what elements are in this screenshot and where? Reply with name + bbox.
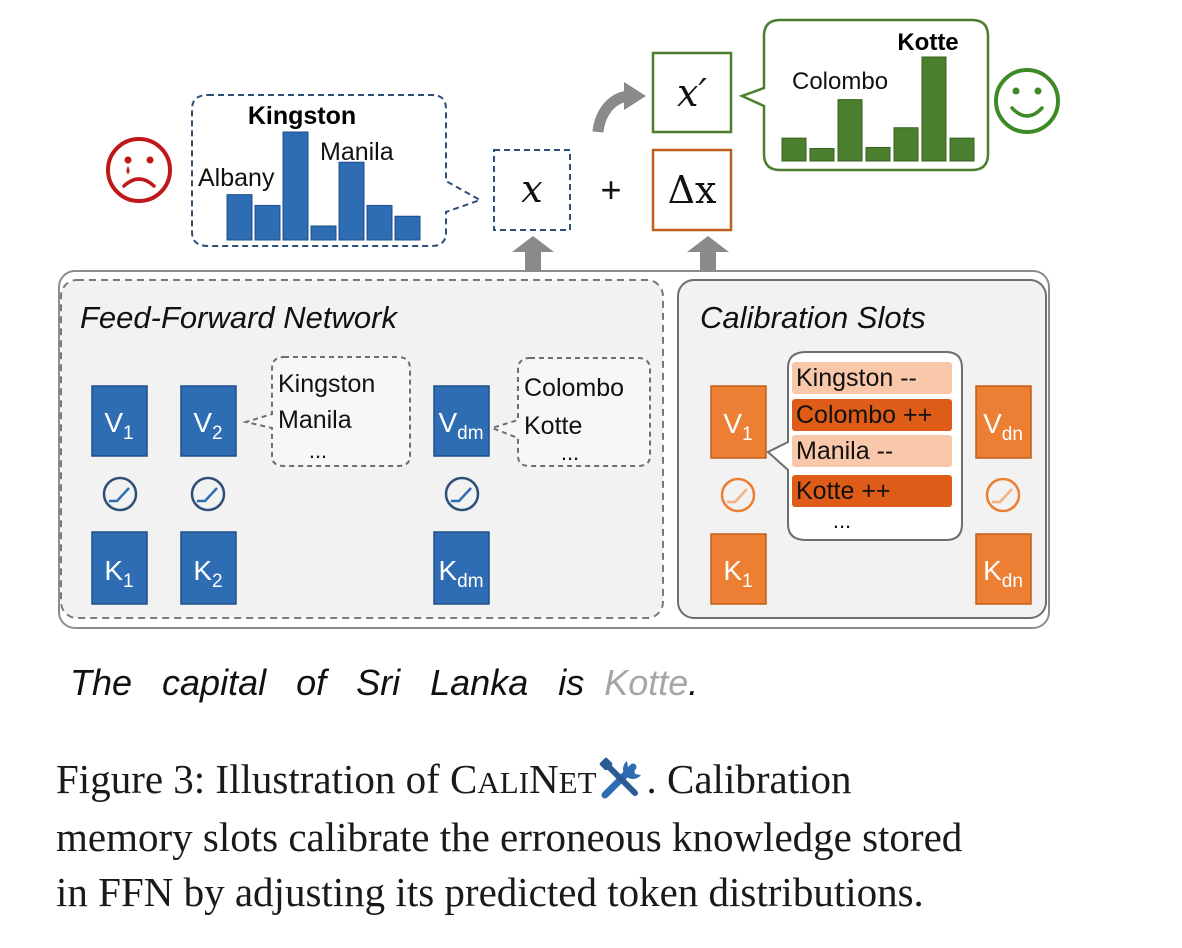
distribution-bar [949,137,975,162]
sad-face-icon [106,137,172,203]
up-arrow-icon [512,236,554,270]
distribution-bar [781,137,807,162]
distribution-bar [893,127,919,162]
caption-line-3: in FFN by adjusting its predicted token … [56,869,924,915]
right-top-label: Kotte [897,29,958,56]
svg-text:Manila --: Manila -- [796,437,893,465]
svg-text:Kotte: Kotte [524,412,582,440]
distribution-bar [366,204,393,241]
ffn-panel: Feed-Forward Network Kingston Manila ...… [60,279,664,619]
svg-text:V2: V2 [193,407,222,444]
svg-text:Vdm: Vdm [438,407,483,444]
calibrated-distribution-bars [781,56,975,162]
distribution-bar [254,204,281,241]
calibration-slots-bubble: Kingston -- Colombo ++ Manila -- Kotte +… [766,351,963,541]
ffn-value-v2: V2 [180,385,237,457]
svg-text:V1: V1 [104,407,133,444]
calib-value-v1: V1 [710,385,767,459]
activation-icon [720,477,756,513]
ffn-key-k2: K2 [180,531,237,605]
distribution-bar [338,161,365,241]
calibration-panel: Calibration Slots Kingston -- Colombo ++… [677,279,1047,619]
calib-value-vdn: Vdn [975,385,1032,459]
distribution-bar [921,56,947,162]
ffn-value-v1: V1 [91,385,148,457]
distribution-bar [394,215,421,241]
svg-text:Kingston: Kingston [278,370,375,398]
svg-text:...: ... [561,440,579,465]
slot-manila [792,435,952,467]
ffn-prediction-bubble: Kingston Albany Manila [191,94,483,247]
distribution-bar [226,194,253,241]
svg-text:Vdn: Vdn [983,408,1023,445]
calib-key-kdn: Kdn [975,533,1032,605]
distribution-bar [282,131,309,241]
input-sentence: The capital of Sri Lanka is Kotte. [70,662,698,703]
distribution-bar [837,99,863,162]
svg-text:Manila: Manila [278,406,352,434]
activation-icon [444,476,480,512]
happy-face-icon [994,68,1060,134]
distribution-bar [865,146,891,162]
answer-token: Kotte [604,662,688,703]
svg-text:...: ... [833,508,851,533]
ffn-value-bubble-1: Kingston Manila ... [242,356,411,467]
ffn-distribution-bars [226,131,421,241]
activation-icon [985,477,1021,513]
svg-text:K1: K1 [723,555,752,592]
ffn-title: Feed-Forward Network [80,300,398,335]
svg-text:K1: K1 [104,555,133,592]
slot-colombo [792,399,952,431]
delta-x-box: Δx [651,148,733,232]
svg-text:Kingston --: Kingston -- [796,364,917,392]
slot-kotte [792,475,952,507]
curved-arrow-icon [592,82,646,133]
svg-text:Colombo: Colombo [524,374,624,402]
distribution-bar [809,148,835,162]
caption-line-1: Figure 3: Illustration of CALINET . Cali… [56,756,852,802]
delta-x-symbol: Δx [668,168,717,212]
svg-text:Colombo ++: Colombo ++ [796,401,932,429]
x-prime-symbol: x′ [677,71,707,115]
svg-text:Kotte ++: Kotte ++ [796,477,891,505]
calib-key-k1: K1 [710,533,767,605]
tools-icon [599,757,641,799]
ffn-key-kdm: Kdm [433,531,490,605]
svg-text:Kdm: Kdm [438,555,483,592]
svg-text:...: ... [309,438,327,463]
slot-kingston [792,362,952,394]
svg-text:V1: V1 [723,408,752,445]
ffn-value-bubble-2: Colombo Kotte ... [488,357,651,467]
right-left-label: Colombo [792,68,888,95]
x-prime-box: x′ [651,51,733,134]
left-top-label: Kingston [248,102,356,130]
activation-icon [190,476,226,512]
left-right-label: Manila [320,138,394,166]
up-arrow-icon [687,236,729,270]
figure-caption: Figure 3: Illustration of CALINET . Cali… [56,752,1056,920]
x-symbol: x [521,167,542,211]
caption-line-2: memory slots calibrate the erroneous kno… [56,814,963,860]
svg-text:Kdn: Kdn [983,555,1023,592]
calibrated-prediction-bubble: Kotte Colombo [738,18,990,172]
ffn-value-vdm: Vdm [433,385,490,457]
activation-icon [102,476,138,512]
calibration-title: Calibration Slots [700,300,926,335]
plus-symbol: + [600,169,621,210]
x-hidden-box: x [493,149,571,231]
ffn-key-k1: K1 [91,531,148,605]
svg-text:K2: K2 [193,555,222,592]
distribution-bar [310,225,337,241]
left-left-label: Albany [198,164,275,192]
